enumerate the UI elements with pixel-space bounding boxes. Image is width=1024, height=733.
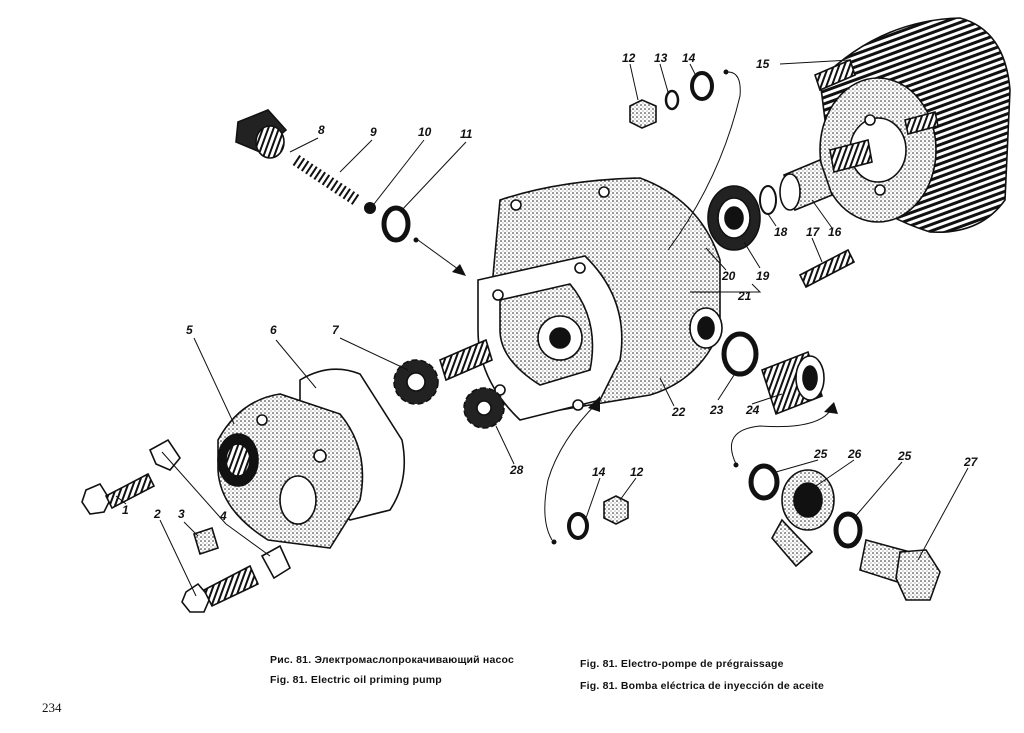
callout-15: 15 bbox=[756, 57, 770, 71]
electric-motor-part-15 bbox=[814, 17, 1011, 234]
washer-part-13 bbox=[664, 89, 680, 111]
callout-9: 9 bbox=[370, 125, 377, 139]
callout-28: 28 bbox=[509, 463, 524, 477]
callout-6: 6 bbox=[270, 323, 277, 337]
stud-part-17 bbox=[798, 248, 856, 289]
callout-3: 3 bbox=[178, 507, 185, 521]
washer-part-25-right bbox=[833, 511, 863, 549]
union-part-24 bbox=[761, 350, 825, 416]
callout-5: 5 bbox=[186, 323, 193, 337]
callout-12-top: 12 bbox=[622, 51, 636, 65]
leader-lines bbox=[115, 59, 969, 597]
caption-french: Fig. 81. Electro-pompe de prégraissage bbox=[580, 658, 784, 670]
spring-part-9 bbox=[292, 155, 360, 205]
banjo-fitting-part-26 bbox=[771, 469, 835, 568]
bolt-part-2 bbox=[181, 564, 260, 613]
bolt-part-1 bbox=[81, 472, 156, 515]
ball-part-10 bbox=[364, 202, 376, 214]
driving-gear-part-7 bbox=[393, 338, 493, 405]
washer-part-14-top bbox=[690, 71, 714, 101]
page-number: 234 bbox=[42, 700, 62, 715]
callout-20: 20 bbox=[721, 269, 736, 283]
driven-gear-part-28 bbox=[463, 387, 505, 429]
callout-10: 10 bbox=[418, 125, 432, 139]
callout-14-top: 14 bbox=[682, 51, 696, 65]
nut-part-12-top bbox=[629, 99, 657, 129]
callout-11: 11 bbox=[460, 127, 473, 141]
callout-27: 27 bbox=[963, 455, 979, 469]
callout-13: 13 bbox=[654, 51, 668, 65]
callout-21: 21 bbox=[737, 289, 752, 303]
nut-part-12-bottom bbox=[603, 495, 629, 525]
callout-16: 16 bbox=[828, 225, 842, 239]
caption-english: Fig. 81. Electric oil priming pump bbox=[270, 674, 442, 686]
snap-ring-part-18 bbox=[759, 185, 777, 215]
washer-part-14-bottom bbox=[567, 512, 589, 540]
plug-part-8 bbox=[235, 109, 288, 159]
assembly-lines bbox=[413, 69, 838, 545]
bushing-part-3 bbox=[193, 526, 219, 556]
callout-26: 26 bbox=[847, 447, 862, 461]
callout-2: 2 bbox=[153, 507, 161, 521]
coupling-sleeve-part-16 bbox=[779, 158, 834, 212]
callout-23: 23 bbox=[709, 403, 724, 417]
lock-washer-part-4 bbox=[148, 438, 292, 580]
ring-part-11 bbox=[381, 205, 411, 243]
ring-part-23 bbox=[721, 331, 759, 377]
caption-spanish: Fig. 81. Bomba eléctrica de inyección de… bbox=[580, 680, 824, 692]
callout-7: 7 bbox=[332, 323, 340, 337]
washer-part-25-left bbox=[748, 463, 780, 501]
callout-22: 22 bbox=[671, 405, 686, 419]
callout-19: 19 bbox=[756, 269, 770, 283]
callout-numbers: 1 2 3 4 5 6 7 8 9 10 11 12 13 14 15 16 1… bbox=[122, 51, 979, 523]
pump-housing-part-22 bbox=[477, 177, 723, 421]
banjo-bolt-part-27 bbox=[859, 539, 941, 601]
bearing-part-19 bbox=[707, 185, 761, 251]
callout-18: 18 bbox=[774, 225, 788, 239]
callout-25-right: 25 bbox=[897, 449, 912, 463]
callout-14-bottom: 14 bbox=[592, 465, 606, 479]
callout-24: 24 bbox=[745, 403, 760, 417]
pump-cover-part-5 bbox=[217, 393, 364, 549]
caption-russian: Рис. 81. Электромаслопрокачивающий насос bbox=[270, 654, 515, 666]
callout-1: 1 bbox=[122, 503, 129, 517]
callout-25-left: 25 bbox=[813, 447, 828, 461]
callout-12-bottom: 12 bbox=[630, 465, 644, 479]
callout-8: 8 bbox=[318, 123, 325, 137]
callout-4: 4 bbox=[219, 509, 227, 523]
callout-17: 17 bbox=[806, 225, 821, 239]
